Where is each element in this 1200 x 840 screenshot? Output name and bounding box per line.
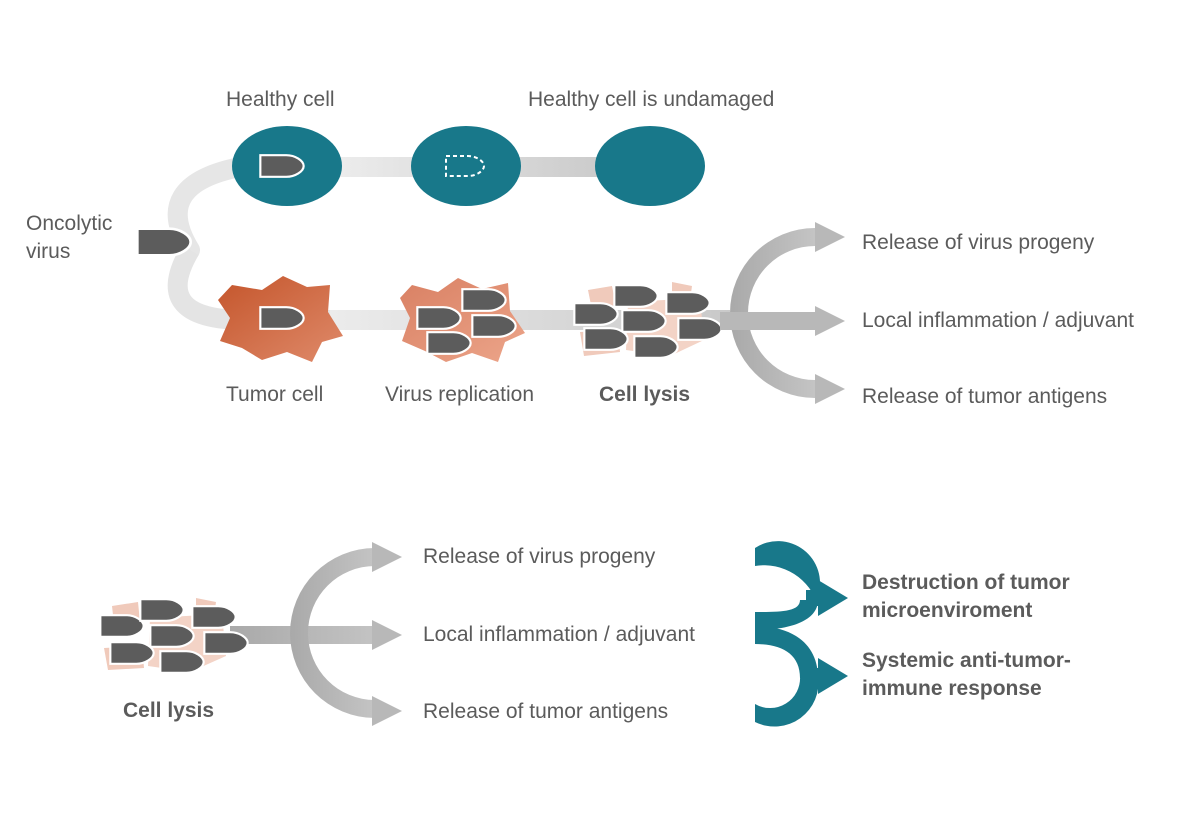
virus-in-tumor-cell-icon bbox=[259, 306, 305, 330]
outcome-systemic-immune-response: Systemic anti-tumor-immune response bbox=[862, 649, 1071, 700]
virus-in-healthy-cell-icon bbox=[259, 154, 305, 178]
replicated-virus-icon bbox=[471, 314, 517, 338]
top-effect-tumor-antigens: Release of tumor antigens bbox=[862, 385, 1108, 408]
label-healthy-cell: Healthy cell bbox=[226, 88, 335, 111]
label-tumor-cell: Tumor cell bbox=[226, 383, 324, 406]
top-effect-local-inflammation: Local inflammation / adjuvant bbox=[862, 309, 1134, 332]
bottom-effect-tumor-antigens: Release of tumor antigens bbox=[423, 700, 669, 723]
label-cell-lysis-top: Cell lysis bbox=[599, 383, 691, 406]
released-virus-icon bbox=[621, 309, 667, 333]
released-virus-icon bbox=[677, 317, 723, 341]
replicated-virus-icon bbox=[426, 331, 472, 355]
released-virus-icon bbox=[99, 614, 145, 638]
bottom-branch-arrows bbox=[290, 542, 402, 726]
released-virus-icon bbox=[191, 605, 237, 629]
released-virus-icon bbox=[139, 598, 185, 622]
released-virus-icon bbox=[109, 641, 155, 665]
healthy-cell-2 bbox=[411, 126, 521, 206]
label-healthy-cell-undamaged: Healthy cell is undamaged bbox=[528, 88, 775, 111]
released-virus-icon bbox=[633, 335, 679, 359]
top-effect-virus-progeny: Release of virus progeny bbox=[862, 231, 1095, 254]
bottom-effect-local-inflammation: Local inflammation / adjuvant bbox=[423, 623, 695, 646]
top-branch-arrows bbox=[720, 222, 845, 404]
outcome-tumor-microenvironment: Destruction of tumor microenviroment bbox=[862, 571, 1070, 622]
replicated-virus-icon bbox=[461, 288, 507, 312]
released-virus-icon bbox=[573, 302, 619, 326]
label-virus-replication: Virus replication bbox=[385, 383, 535, 406]
oncolytic-virus-icon bbox=[135, 227, 193, 257]
released-virus-icon bbox=[665, 291, 711, 315]
healthy-cell-undamaged bbox=[595, 126, 705, 206]
released-virus-icon bbox=[159, 650, 205, 674]
released-virus-icon bbox=[613, 284, 659, 308]
bottom-effect-virus-progeny: Release of virus progeny bbox=[423, 545, 656, 568]
degraded-virus-icon bbox=[445, 155, 486, 177]
label-cell-lysis-bottom: Cell lysis bbox=[123, 699, 215, 722]
released-virus-icon bbox=[203, 631, 249, 655]
released-virus-icon bbox=[149, 624, 195, 648]
replicated-virus-icon bbox=[416, 306, 462, 330]
label-oncolytic-virus: Oncolytic virus bbox=[26, 212, 113, 263]
teal-convergence-brace bbox=[755, 541, 848, 727]
released-virus-icon bbox=[583, 327, 629, 351]
